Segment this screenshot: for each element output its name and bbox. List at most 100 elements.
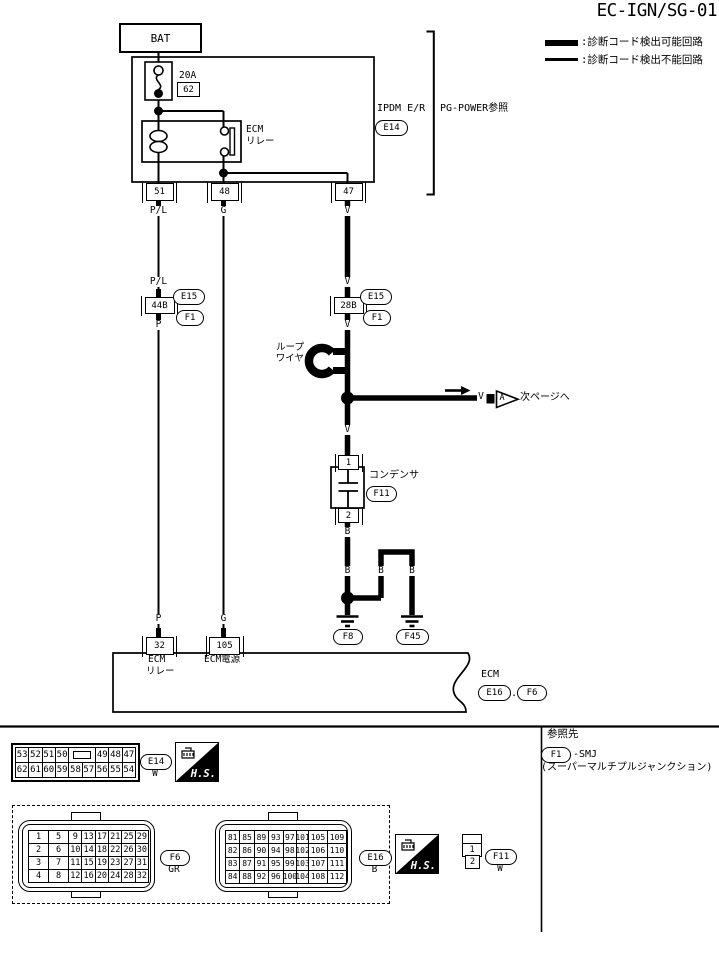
- ecm-name: ECM: [481, 669, 500, 680]
- legend-thick-line: [545, 40, 578, 46]
- condenser-icon: [330, 466, 365, 509]
- pin-cell: 57: [83, 763, 96, 777]
- pin-cell: 25: [122, 831, 136, 843]
- e16-pinout-grid: 8185899397101105109828690949810210611083…: [225, 830, 347, 884]
- pin-cell: 102: [297, 844, 309, 857]
- reference-f1-connector: F1: [541, 747, 571, 763]
- pg-power-reference: PG-POWER参照: [440, 103, 509, 114]
- hs-label: H.S.: [410, 860, 436, 872]
- pin-cell: 9: [69, 831, 83, 843]
- pin-row: 84889296100104108112: [226, 870, 346, 883]
- pin-cell: 107: [309, 857, 328, 870]
- fuse-number-box: 62: [177, 82, 200, 97]
- connector-e14-ref: E14: [375, 120, 408, 136]
- connector-stubs: [156, 199, 226, 637]
- pin-cell: 105: [309, 831, 328, 844]
- pin-cell-blank: [69, 748, 97, 762]
- pin-cell: 11: [69, 857, 83, 869]
- harness-side-icon-1: H.S.: [175, 742, 219, 782]
- connector-f11-ref: F11: [366, 486, 397, 502]
- pin-cell: 27: [122, 857, 136, 869]
- f6-connector-label: F6: [160, 850, 190, 866]
- f6-connector-shell-inner: [22, 824, 151, 888]
- f6-shell-tab-top: [71, 812, 101, 822]
- ecm-connector-separator: .: [511, 688, 518, 699]
- connector-f6-ref: F6: [517, 685, 547, 701]
- pin-cell: 54: [123, 765, 135, 775]
- ecm-box: [112, 652, 471, 713]
- pin-cell: 14: [82, 844, 96, 856]
- ipdm-label: IPDM E/R: [377, 103, 426, 114]
- harness-side-icon-2: H.S.: [395, 834, 439, 874]
- battery-box: BAT: [119, 23, 202, 53]
- pin-cell: 98: [284, 844, 298, 857]
- pin-cell: 58: [70, 763, 83, 777]
- wire-color-b-3: B: [377, 565, 385, 576]
- f11-color-label: W: [496, 863, 504, 874]
- pin-cell: 3: [29, 857, 50, 869]
- pin-row: 8185899397101105109: [226, 831, 346, 845]
- pin-cell: 6: [49, 844, 70, 856]
- pin-cell: 92: [255, 870, 270, 883]
- connector-e15-left: E15: [173, 289, 205, 305]
- pin-cell: 19: [96, 857, 110, 869]
- relay-name-line2: リレー: [246, 136, 275, 147]
- pin-cell: 82: [226, 844, 241, 857]
- wire-color-b-2: B: [343, 565, 352, 576]
- pin-cell: 111: [329, 859, 345, 869]
- relay-name-line1: ECM: [246, 124, 264, 135]
- pin-cell: 51: [43, 748, 56, 762]
- page-title: EC-IGN/SG-01: [596, 1, 718, 21]
- pin-cell: 1: [29, 831, 50, 843]
- pin-cell: 85: [240, 831, 255, 844]
- pin-cell: 53: [16, 748, 30, 762]
- pin-cell: 48: [110, 748, 123, 762]
- pin-cell: 17: [96, 831, 110, 843]
- pin-cell: 10: [69, 844, 83, 856]
- pin-cell: 12: [69, 870, 83, 882]
- pin-cell: 104: [297, 870, 309, 883]
- pin-cell: 86: [240, 844, 255, 857]
- wire-color-g: G: [219, 205, 228, 216]
- wire-color-pl-2: P/L: [148, 276, 169, 287]
- ipdm-box: [131, 56, 375, 183]
- pin-cell: 81: [226, 831, 241, 844]
- f6-shell-tab-bottom: [71, 889, 101, 898]
- pin-cell: 62: [16, 763, 30, 777]
- pin-cell: 103: [297, 857, 309, 870]
- pin-32: 32: [142, 635, 177, 657]
- wire-color-v-3: V: [343, 319, 352, 330]
- f11-pin-1-cell: 1: [462, 843, 482, 857]
- legend-detectable-label: :診断コード検出可能回路: [581, 36, 703, 48]
- ground-icon-f8: [336, 615, 359, 628]
- wire-color-b-1: B: [343, 526, 352, 537]
- pin-cell: 50: [56, 748, 70, 762]
- pin-cell: 29: [136, 832, 147, 842]
- pin-cell: 97: [284, 831, 298, 844]
- next-page-label: 次ページへ: [520, 392, 570, 403]
- pin-cell: 91: [255, 857, 270, 870]
- arrow-icon: [445, 386, 521, 409]
- pin-cell: 5: [49, 831, 70, 843]
- e14-connector-label: E14: [140, 754, 172, 770]
- pin-cell: 87: [240, 857, 255, 870]
- wire-color-p: P: [154, 319, 163, 330]
- loop-wire-label-2: ワイヤ: [275, 353, 304, 364]
- pin-51: 51: [142, 181, 177, 203]
- reference-bracket: [426, 30, 435, 196]
- pin-cell: 31: [136, 858, 147, 868]
- pin-cell: 21: [109, 831, 123, 843]
- wire-color-v-2: V: [343, 276, 352, 287]
- pin-cell: 28: [122, 870, 136, 882]
- pin-cell: 59: [56, 763, 70, 777]
- e14-color-label: W: [151, 768, 159, 779]
- thin-wires: [157, 49, 349, 637]
- pin-cell: 52: [30, 748, 43, 762]
- pin-cell: 99: [284, 857, 298, 870]
- pin-cell: 13: [82, 831, 96, 843]
- legend-thin-line: [545, 58, 578, 61]
